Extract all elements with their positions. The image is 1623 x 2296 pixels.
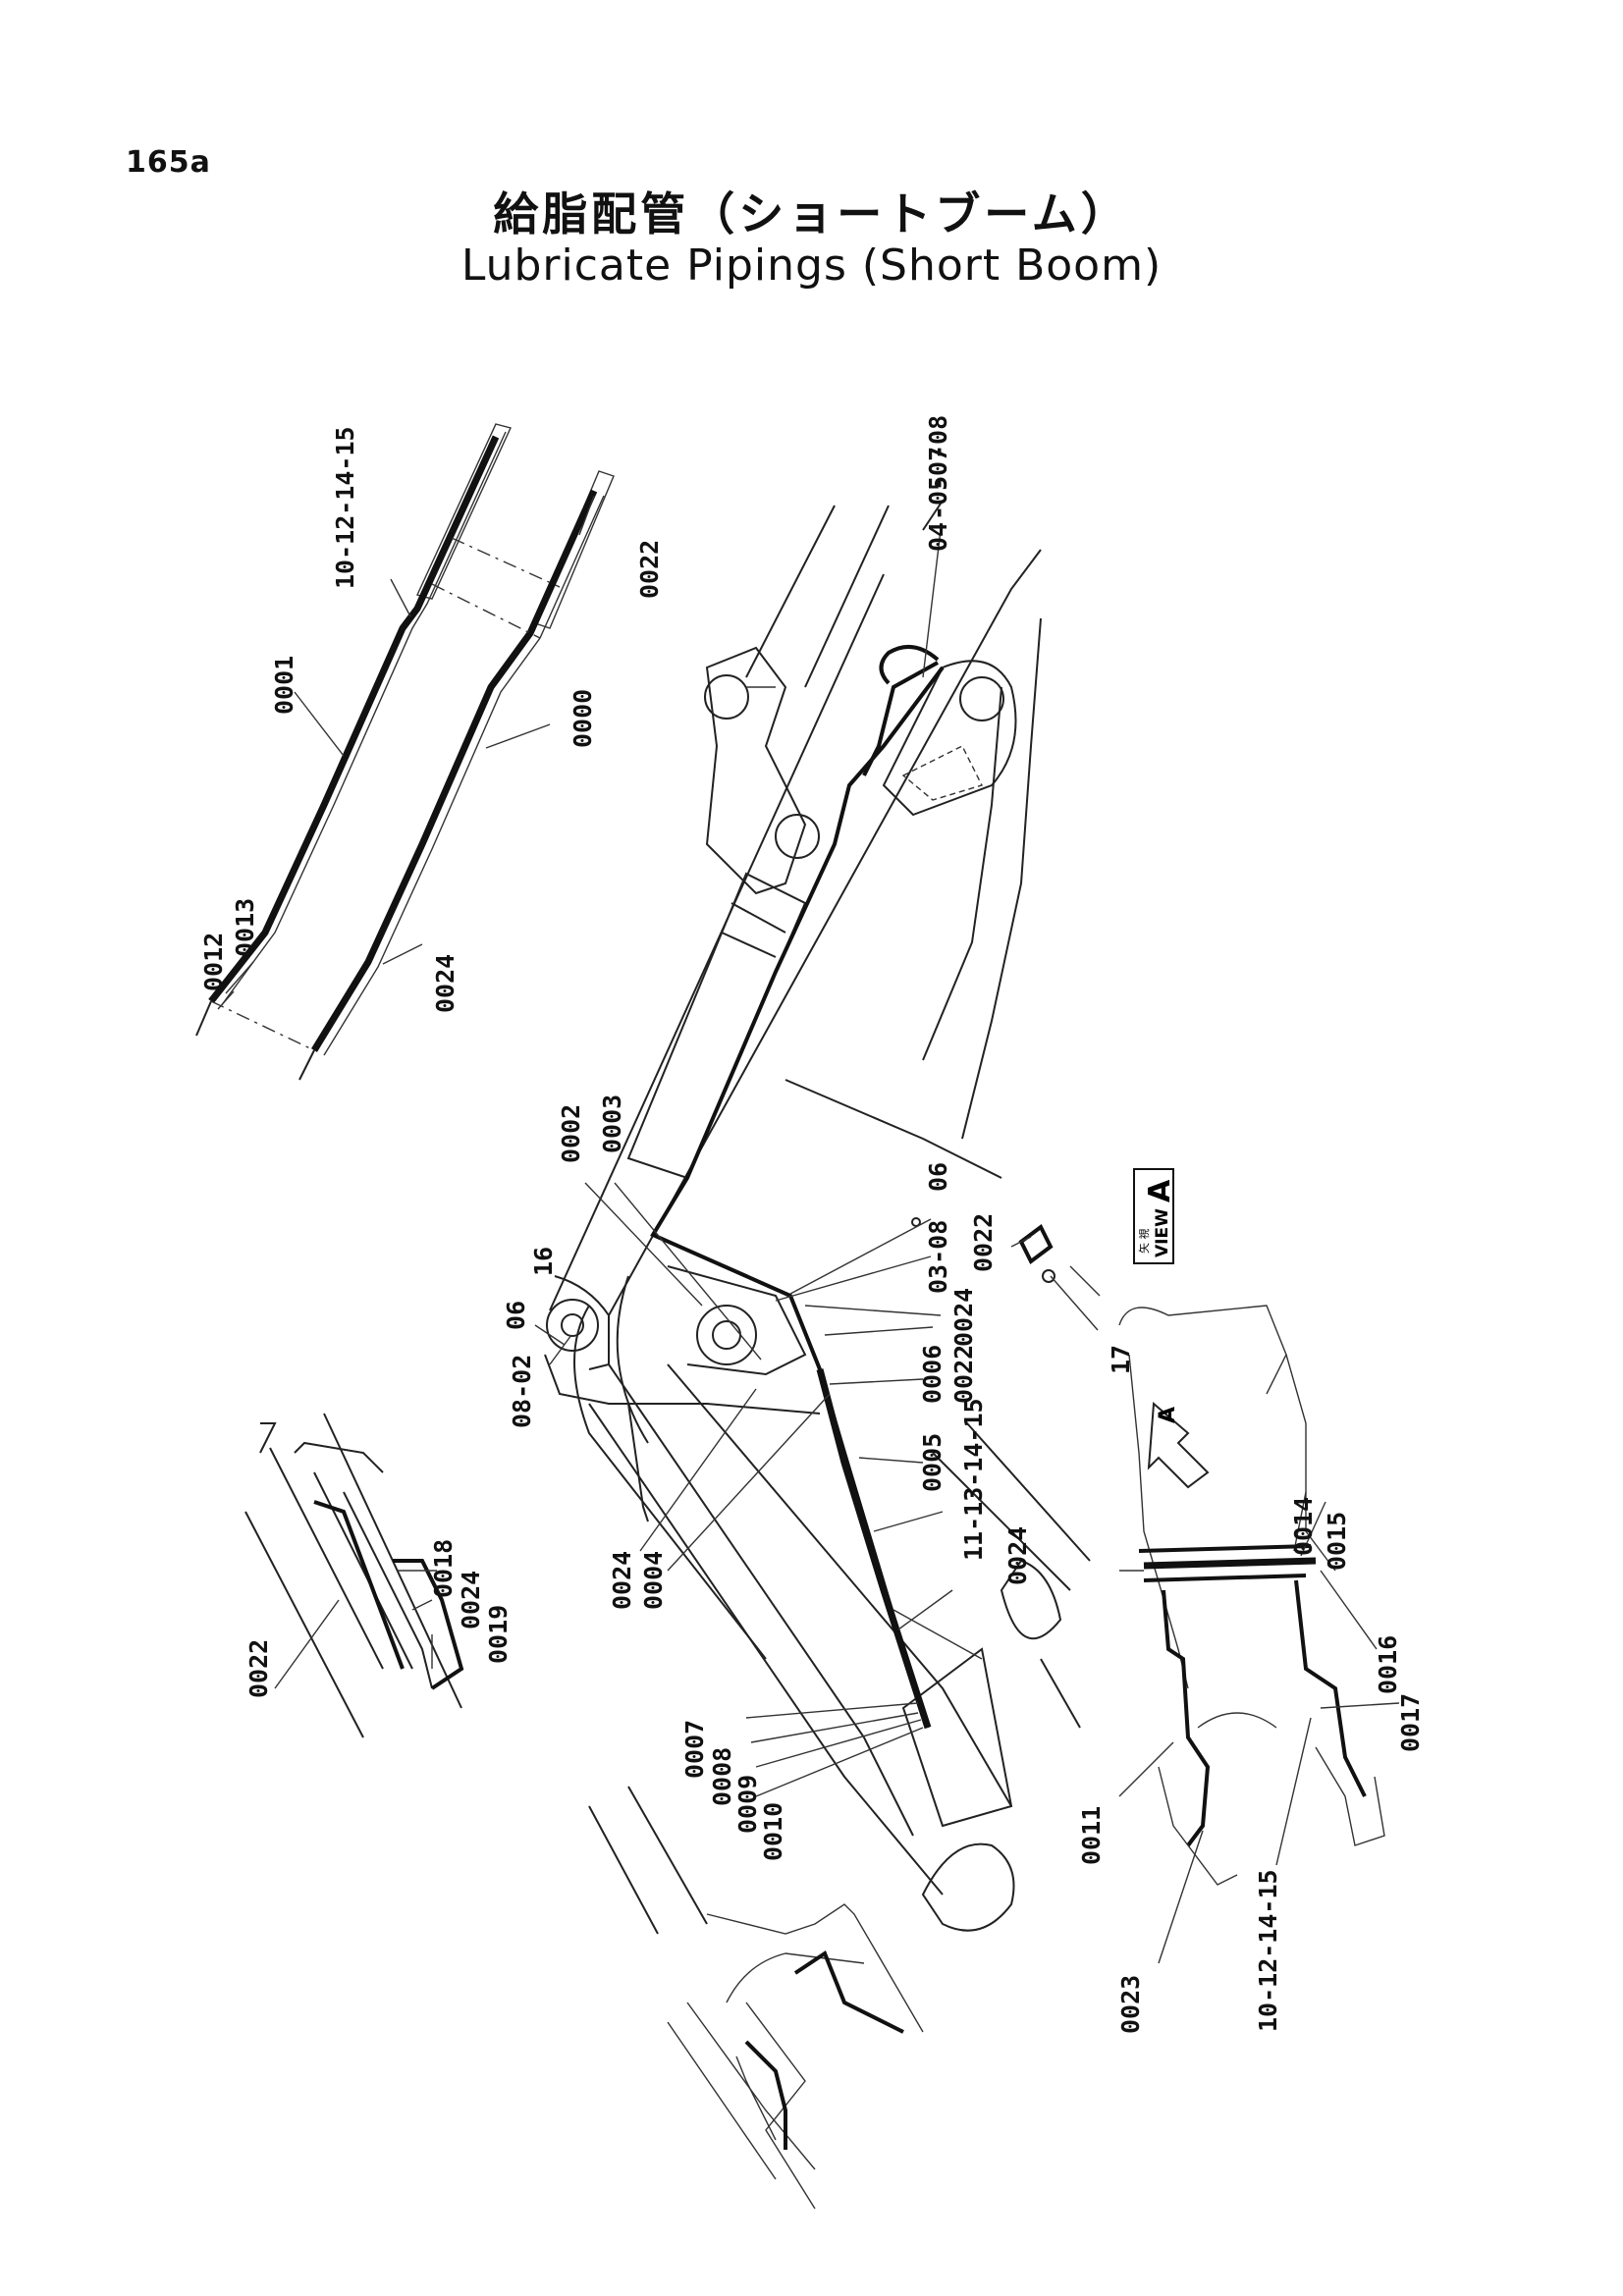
callout-0004: 0004	[639, 1551, 668, 1610]
view-letter: A	[1143, 1179, 1177, 1202]
view-a-label: 矢 視 VIEW A	[1133, 1168, 1177, 1264]
callout-0015: 0015	[1323, 1512, 1351, 1571]
callout-0024-top: 0024	[431, 954, 460, 1013]
view-arrow-letter: A	[1156, 1407, 1180, 1423]
callout-0012: 0012	[199, 933, 228, 991]
callout-11-13-14-15: 11-13-14-15	[959, 1398, 988, 1561]
callout-0010: 0010	[759, 1802, 787, 1861]
callout-05: -05	[924, 476, 952, 520]
callout-0022-mid: 0022	[949, 1345, 978, 1404]
callout-0024-left: 0024	[608, 1551, 636, 1610]
callout-0024-inset: 0024	[457, 1571, 485, 1629]
callout-17: 17	[1107, 1345, 1135, 1374]
callout-03-08: 03-08	[924, 1220, 952, 1294]
callout-0011: 0011	[1077, 1806, 1106, 1865]
callout-0019: 0019	[484, 1605, 513, 1664]
main-leaders	[534, 529, 1101, 1797]
callout-0005: 0005	[918, 1433, 947, 1492]
view-kanji: 矢 視	[1137, 1229, 1151, 1255]
callout-0002: 0002	[557, 1104, 585, 1163]
inset-lower-middle	[667, 1903, 924, 2210]
view-a-fitting	[1010, 1223, 1099, 1331]
callout-06-mid: 06	[924, 1162, 952, 1192]
view-a-detail	[1118, 1305, 1400, 1964]
callout-0016: 0016	[1374, 1635, 1402, 1694]
title-japanese: 給脂配管（ショートブーム）	[493, 187, 1130, 240]
callout-06-left: 06	[502, 1301, 530, 1330]
view-word: VIEW	[1153, 1208, 1172, 1257]
main-piping	[544, 644, 945, 1730]
callout-0022-top: 0022	[635, 540, 664, 599]
callout-10-12-14-15-top: 10-12-14-15	[331, 426, 359, 589]
callout-0006: 0006	[918, 1345, 947, 1404]
title-english: Lubricate Pipings (Short Boom)	[460, 240, 1163, 291]
callout-07: -07	[924, 447, 952, 491]
page-number: 165a	[126, 145, 211, 180]
callout-0017: 0017	[1396, 1693, 1425, 1752]
callout-0007: 0007	[680, 1720, 709, 1779]
callout-0024-mid: 0024	[949, 1288, 978, 1347]
callout-0001: 0001	[270, 656, 298, 715]
callout-04: 04	[924, 522, 952, 552]
inset-lower-left	[244, 1413, 708, 1935]
callout-0003: 0003	[598, 1095, 626, 1153]
callout-0009: 0009	[733, 1775, 762, 1834]
callout-0023: 0023	[1116, 1975, 1145, 2034]
callout-08-02: 08-02	[508, 1355, 536, 1428]
callout-10-12-14-15-bottom: 10-12-14-15	[1254, 1869, 1282, 2032]
callout-16: 16	[529, 1247, 558, 1276]
callouts: 10-12-14-15 0022 0001 0000 0013 0012 002…	[199, 415, 1425, 2034]
callout-0013: 0013	[231, 898, 259, 957]
callout-0022-view: 0022	[969, 1213, 998, 1272]
pipe-detail-upper-left	[195, 423, 615, 1081]
boom-body	[546, 500, 1091, 1932]
callout-0018: 0018	[429, 1539, 458, 1598]
callout-0014: 0014	[1289, 1497, 1318, 1556]
callout-0022-inset: 0022	[244, 1639, 273, 1698]
callout-0008: 0008	[708, 1747, 736, 1806]
callout-0000: 0000	[568, 689, 597, 748]
callout-0024-low: 0024	[1003, 1526, 1032, 1585]
callout-08: -08	[924, 415, 952, 459]
